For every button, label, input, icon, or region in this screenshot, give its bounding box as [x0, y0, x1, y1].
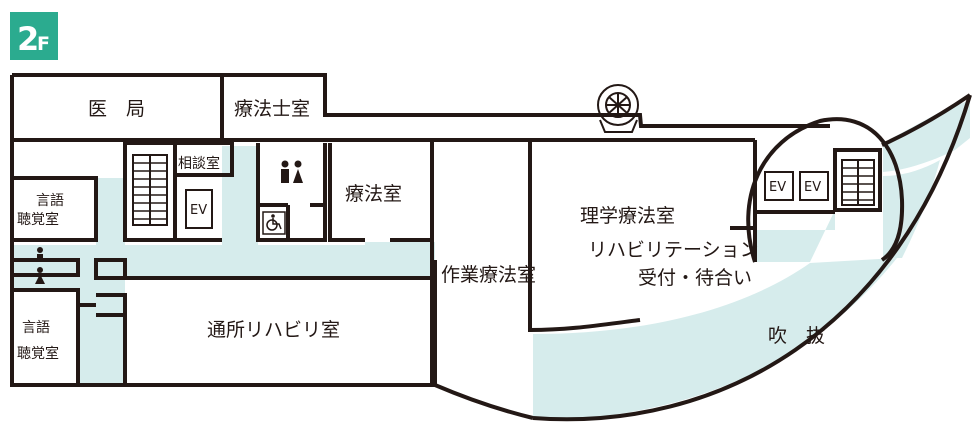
floor-suffix: F: [37, 33, 50, 55]
svg-text:EV: EV: [804, 180, 821, 195]
restroom-icon: [281, 160, 303, 183]
elevator-right-1: EV: [764, 171, 794, 201]
male-icon: [37, 247, 43, 262]
stairs-icon: [132, 154, 168, 226]
svg-text:EV: EV: [190, 203, 207, 218]
wheelchair-icon: [262, 211, 286, 235]
outer-walls: [10, 73, 972, 422]
room-gengo2-line1: 言語: [22, 320, 50, 336]
room-gengo2-line2: 聴覚室: [17, 345, 59, 362]
room-ryouhoushi: 療法士室: [234, 98, 310, 120]
floor-number: 2: [17, 20, 39, 58]
corridors: [14, 100, 970, 420]
area-fukinuke: 吹 抜: [768, 325, 825, 347]
elevator-right-2: EV: [799, 171, 829, 201]
room-ryouhou: 療法室: [345, 183, 402, 205]
svg-text:EV: EV: [769, 180, 786, 195]
room-gengo1-line1: 言語: [36, 193, 64, 209]
room-ikyoku: 医 局: [88, 98, 145, 120]
room-rigaku: 理学療法室: [580, 205, 675, 227]
room-gengo1-line2: 聴覚室: [17, 211, 59, 228]
interior-walls: [12, 140, 882, 385]
room-reception-line1: リハビリテーション: [588, 239, 759, 261]
stairs-icon-right: [841, 159, 875, 206]
room-soudan: 相談室: [178, 155, 220, 172]
floor-badge: 2 F: [10, 12, 58, 60]
female-icon: [35, 267, 45, 284]
room-reception-line2: 受付・待合い: [638, 267, 752, 289]
spiral-stair-icon: [597, 84, 639, 133]
room-sagyou: 作業療法室: [441, 264, 536, 286]
room-tsuusho: 通所リハビリ室: [207, 319, 340, 341]
rotunda: [746, 117, 905, 263]
elevator: EV: [185, 189, 213, 229]
